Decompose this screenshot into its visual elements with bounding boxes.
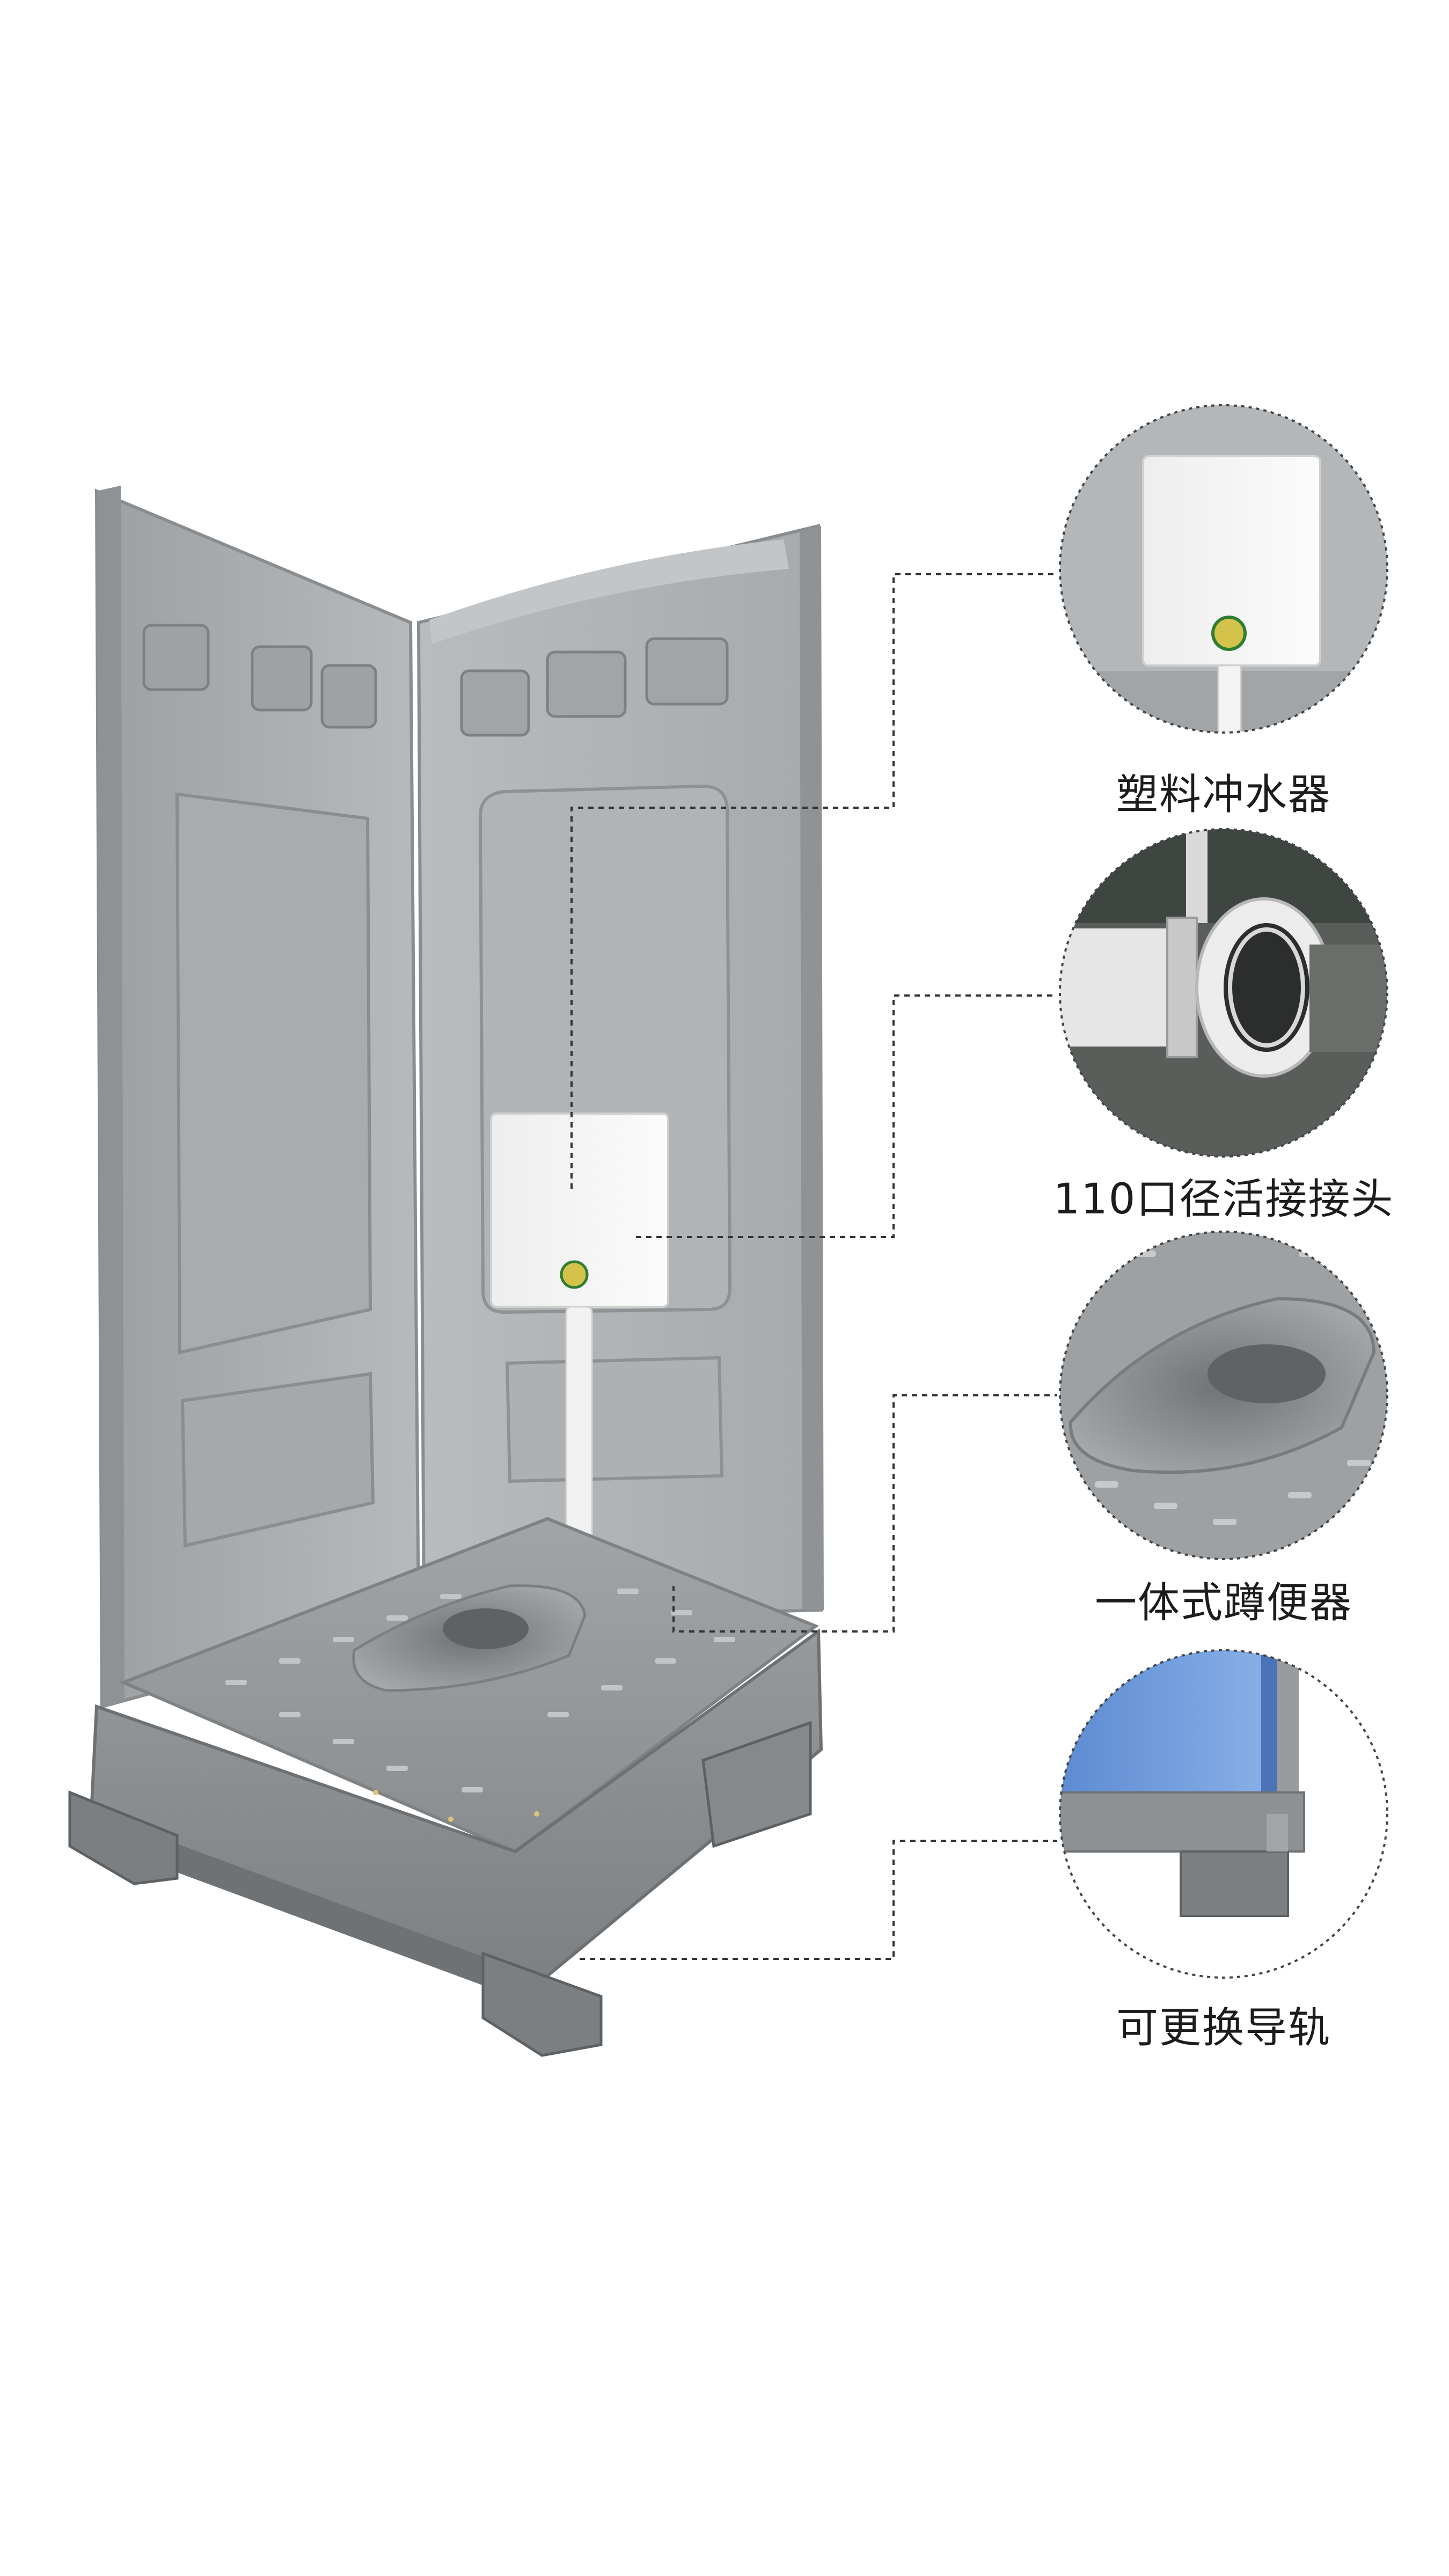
callout-label-squat-toilet: 一体式蹲便器: [1094, 1579, 1352, 1627]
squat-toilet-closeup-icon: [1059, 1231, 1388, 1560]
base-rail-closeup-icon: [1059, 1649, 1388, 1979]
flush-tank-closeup-icon: [1059, 404, 1388, 734]
pipe-union-closeup-icon: [1059, 828, 1388, 1158]
portable-toilet-cabin: [68, 486, 824, 2057]
leader-lines: [570, 573, 1057, 1960]
callout-label-pipe-union: 110口径活接接头: [1053, 1175, 1394, 1224]
callout-label-flush-tank: 塑料冲水器: [1116, 771, 1331, 819]
callout-label-base-rail: 可更换导轨: [1116, 2004, 1331, 2052]
